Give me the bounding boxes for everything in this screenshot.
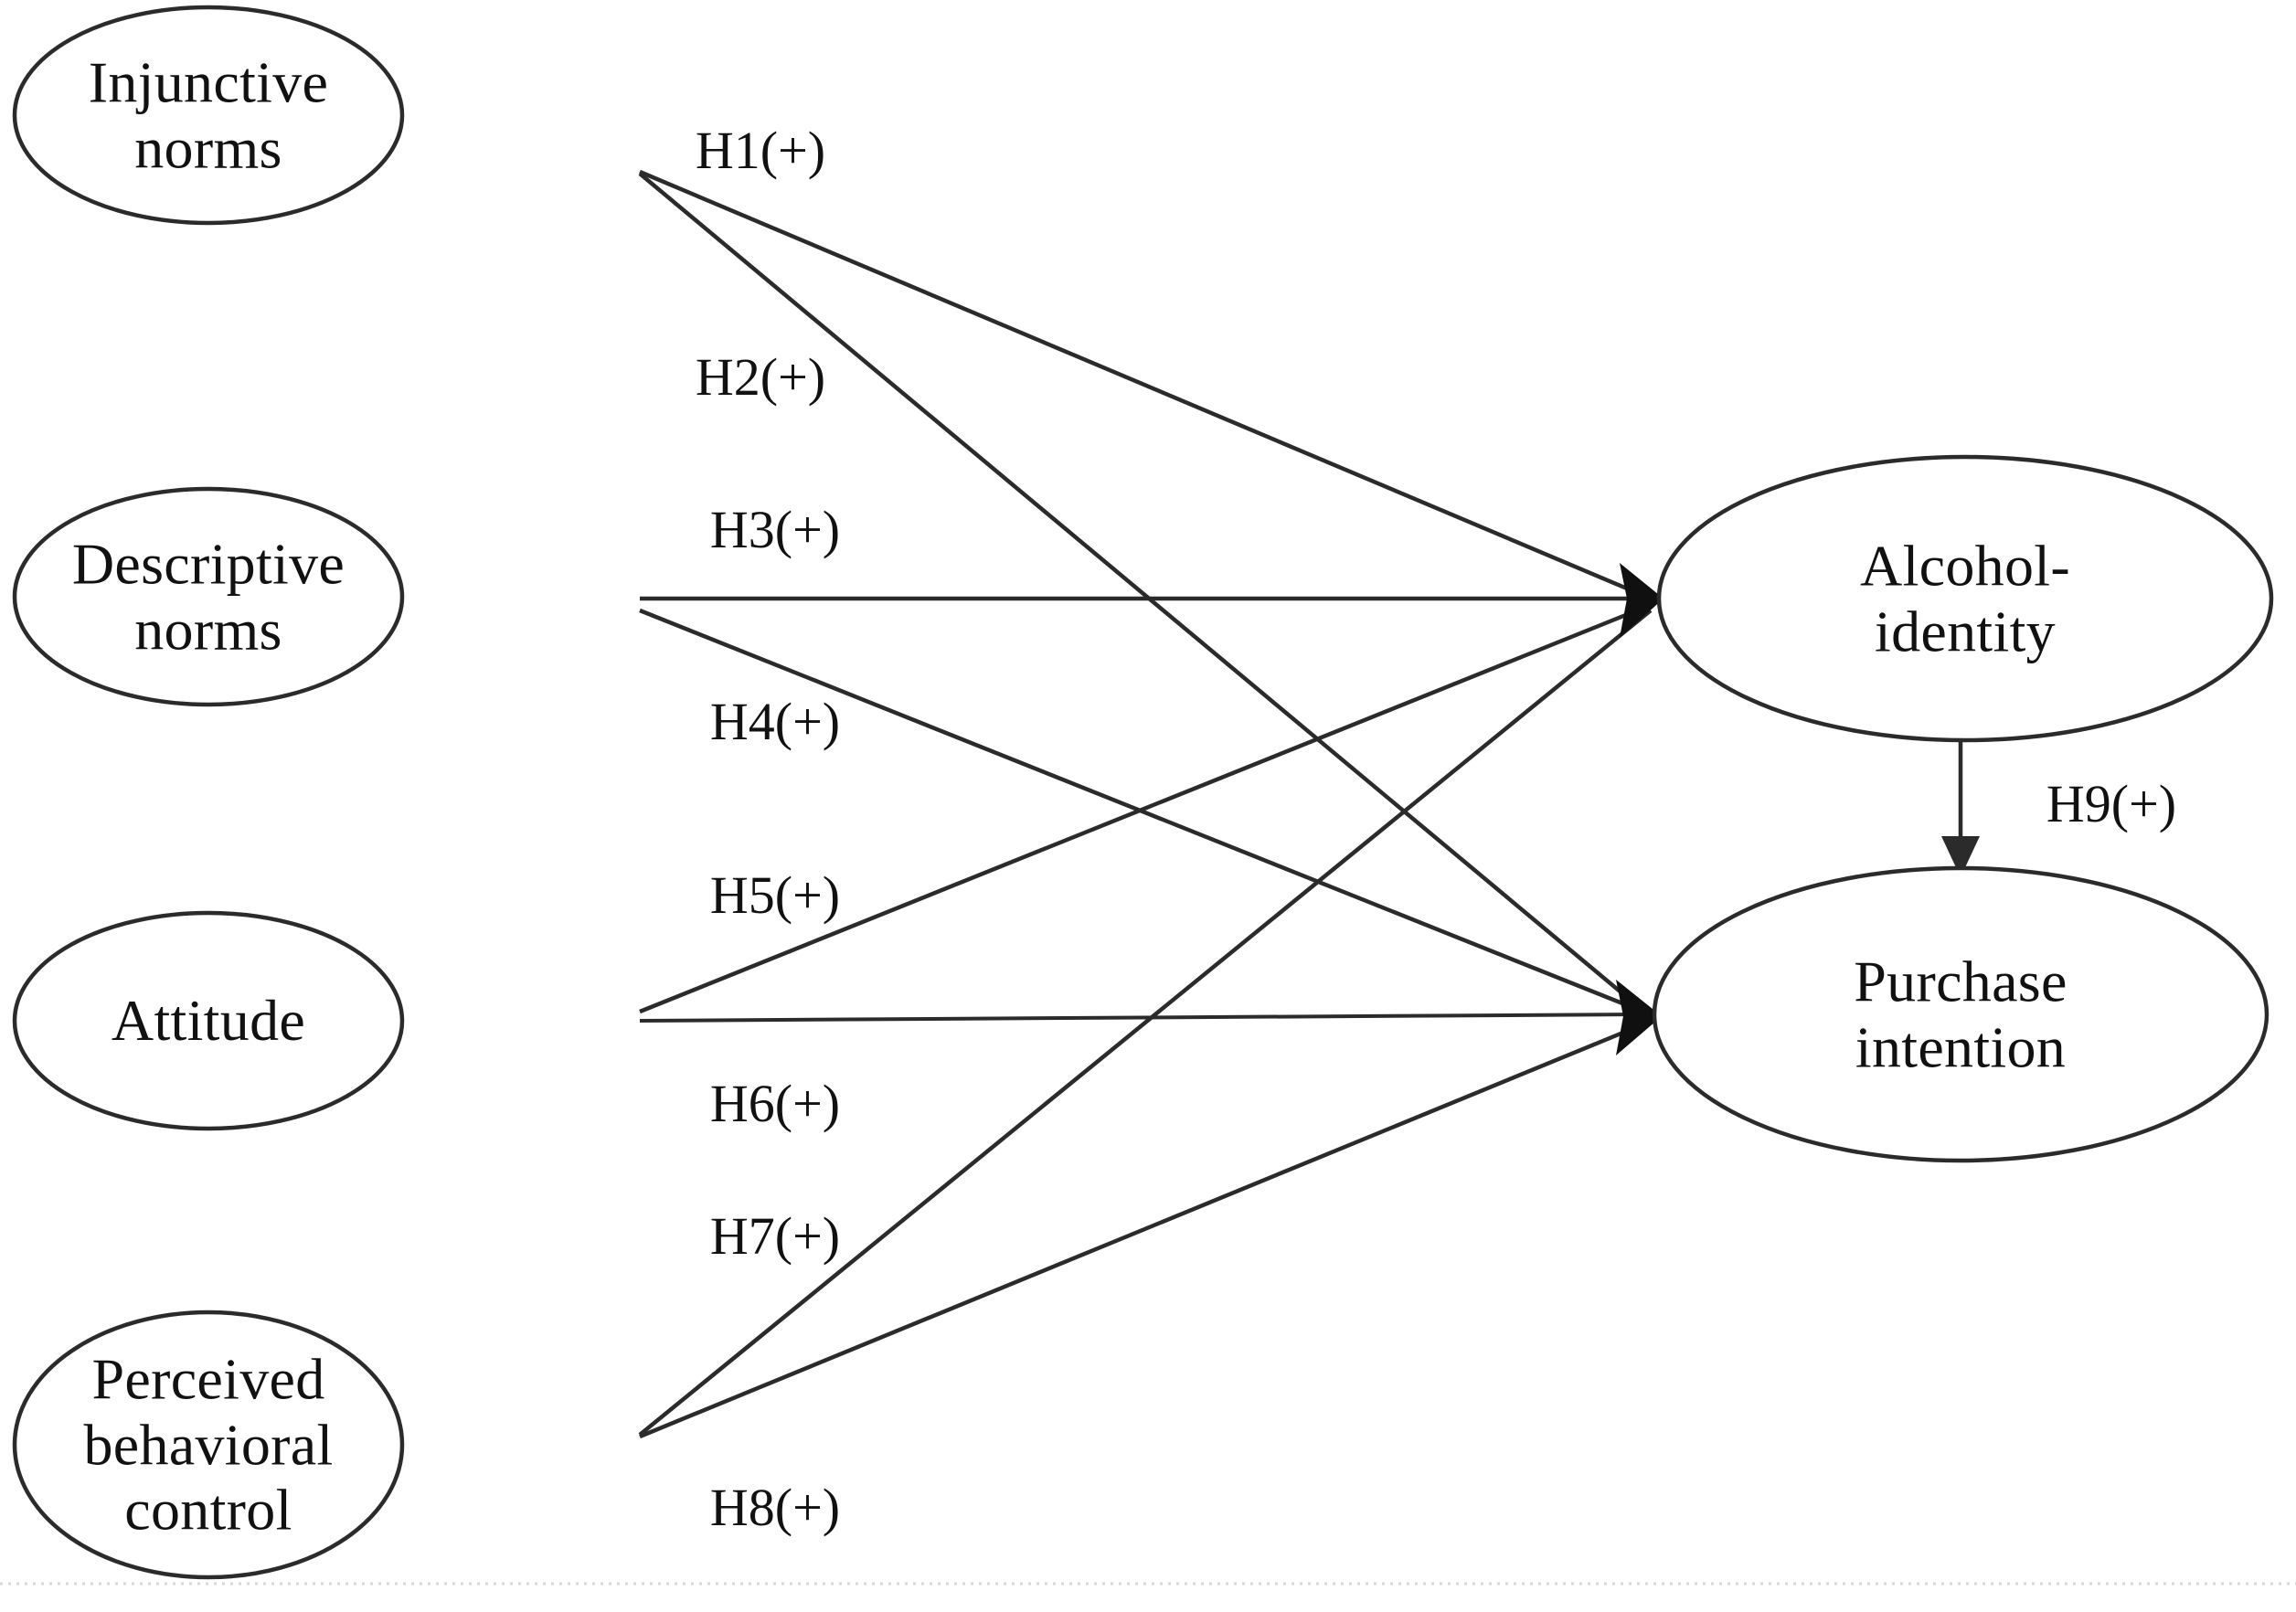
node-alcohol-identity-shape[interactable] [1656,454,2274,743]
node-shape-group [12,5,2274,1580]
edge-label-h1: H1(+) [695,121,826,180]
node-descriptive-norms-shape[interactable] [12,486,405,707]
edge-label-h9: H9(+) [2046,774,2177,833]
edge-label-h2: H2(+) [695,347,826,407]
edge-label-h4: H4(+) [709,692,841,751]
node-attitude-shape[interactable] [12,910,405,1131]
arrowhead-alcohol-identity-icon [1620,563,1664,638]
edge-h1-line [639,169,1652,601]
edge-label-h6: H6(+) [709,1074,841,1133]
edge-label-h5: H5(+) [709,865,841,925]
edge-h8-line [639,1021,1646,1439]
node-perceived-behavioral-control-shape[interactable] [12,1310,405,1580]
edge-group [638,169,1980,1439]
edge-label-h8: H8(+) [709,1478,841,1537]
edge-label-h7: H7(+) [709,1206,841,1266]
edge-h5-line [639,602,1652,1014]
edge-h2-line [638,172,1647,1014]
node-injunctive-norms-shape[interactable] [12,5,405,226]
arrowhead-group [1616,563,1664,1055]
node-purchase-intention-shape[interactable] [1652,865,2269,1163]
edge-label-h3: H3(+) [709,500,841,559]
arrowhead-h9-icon [1941,836,1980,877]
edge-h6-line [639,1013,1646,1023]
edge-h7-line [638,609,1653,1437]
arrowhead-purchase-intention-icon [1616,980,1662,1055]
